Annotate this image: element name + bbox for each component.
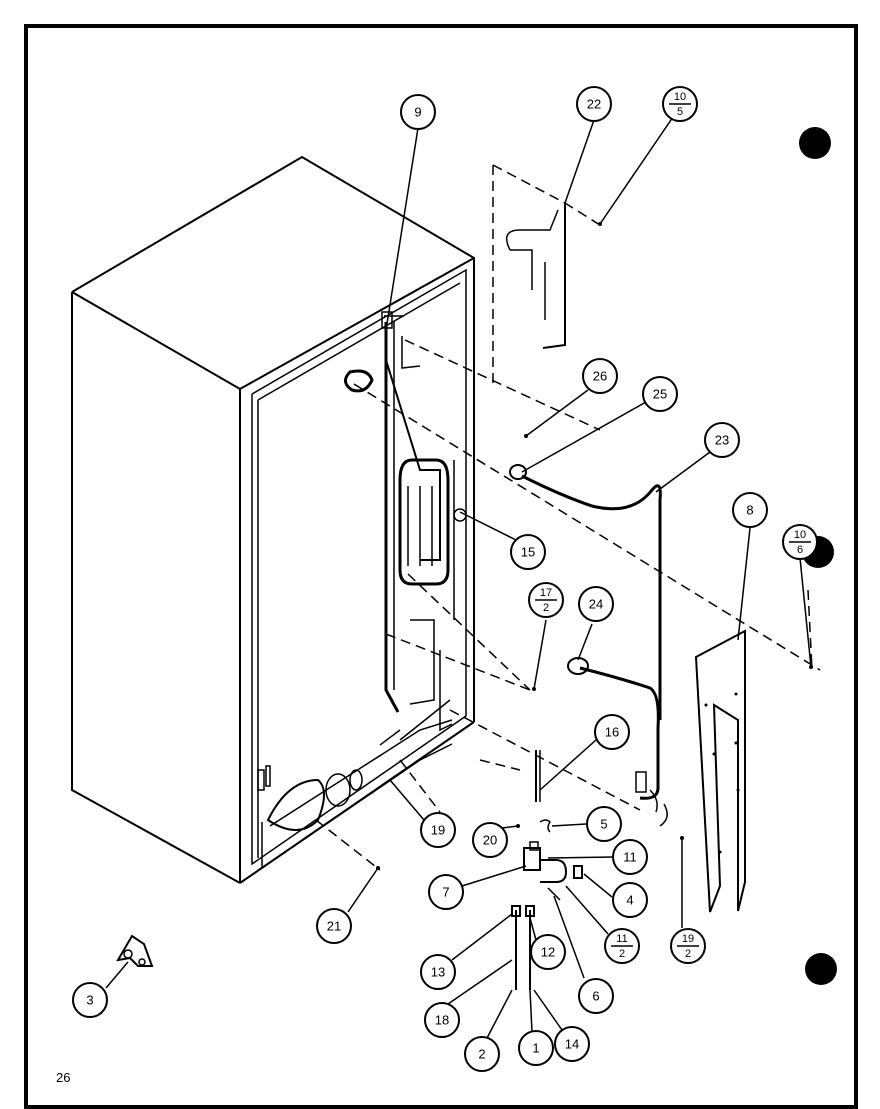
callout-12: 12 xyxy=(530,934,566,970)
callout-2: 2 xyxy=(464,1036,500,1072)
svg-text:7: 7 xyxy=(442,885,449,900)
callout-19-2: 19 2 xyxy=(670,928,706,964)
svg-text:23: 23 xyxy=(715,433,729,448)
callout-14: 14 xyxy=(554,1026,590,1062)
bracket-3 xyxy=(116,934,154,967)
svg-text:2: 2 xyxy=(619,948,625,960)
callout-3: 3 xyxy=(72,982,108,1018)
binder-hole-bottom xyxy=(805,953,837,985)
callout-1: 1 xyxy=(518,1030,554,1066)
binder-hole-top xyxy=(799,127,831,159)
svg-text:19: 19 xyxy=(682,933,694,945)
svg-text:5: 5 xyxy=(600,817,607,832)
svg-text:17: 17 xyxy=(540,587,552,599)
svg-text:20: 20 xyxy=(483,833,497,848)
callout-10-5: 10 5 xyxy=(662,86,698,122)
svg-text:19: 19 xyxy=(431,823,445,838)
svg-text:26: 26 xyxy=(593,369,607,384)
callout-23: 23 xyxy=(704,422,740,458)
callout-9: 9 xyxy=(400,94,436,130)
callout-24: 24 xyxy=(578,586,614,622)
svg-text:11: 11 xyxy=(616,933,627,945)
callout-19: 19 xyxy=(420,812,456,848)
svg-text:13: 13 xyxy=(431,965,445,980)
tubing-assembly xyxy=(344,311,467,746)
svg-text:16: 16 xyxy=(605,725,619,740)
svg-text:11: 11 xyxy=(623,850,637,865)
refrigerator-cabinet xyxy=(71,155,475,884)
callout-26: 26 xyxy=(582,358,618,394)
svg-text:15: 15 xyxy=(521,545,535,560)
callout-25: 25 xyxy=(642,376,678,412)
svg-text:2: 2 xyxy=(685,948,691,960)
svg-text:14: 14 xyxy=(565,1037,579,1052)
leader-lines xyxy=(105,116,812,1041)
callout-5: 5 xyxy=(586,806,622,842)
svg-text:18: 18 xyxy=(435,1013,449,1028)
panel-22 xyxy=(492,164,566,385)
alignment-lines xyxy=(315,202,821,871)
page-border xyxy=(24,24,858,1109)
callout-4: 4 xyxy=(612,882,648,918)
svg-text:9: 9 xyxy=(414,105,421,120)
svg-text:10: 10 xyxy=(794,529,806,541)
callout-17-2: 17 2 xyxy=(528,582,564,618)
callout-6: 6 xyxy=(578,978,614,1014)
callout-11: 11 xyxy=(612,839,648,875)
callout-21: 21 xyxy=(316,908,352,944)
svg-text:1: 1 xyxy=(532,1041,539,1056)
callout-7: 7 xyxy=(428,874,464,910)
svg-text:24: 24 xyxy=(589,597,603,612)
svg-text:2: 2 xyxy=(478,1047,485,1062)
svg-text:22: 22 xyxy=(587,97,601,112)
page-number: 26 xyxy=(56,1070,70,1085)
svg-text:8: 8 xyxy=(746,503,753,518)
svg-text:21: 21 xyxy=(327,919,341,934)
svg-text:25: 25 xyxy=(653,387,667,402)
callout-11-2: 11 2 xyxy=(604,928,640,964)
svg-text:3: 3 xyxy=(86,993,93,1008)
callout-15: 15 xyxy=(510,534,546,570)
svg-text:4: 4 xyxy=(626,893,633,908)
svg-text:10: 10 xyxy=(674,91,686,103)
callout-22: 22 xyxy=(576,86,612,122)
callout-13: 13 xyxy=(420,954,456,990)
drain-tube-23 xyxy=(509,464,668,827)
svg-text:6: 6 xyxy=(797,544,803,556)
callout-18: 18 xyxy=(424,1002,460,1038)
callout-20: 20 xyxy=(472,822,508,858)
callout-8: 8 xyxy=(732,492,768,528)
svg-text:2: 2 xyxy=(543,602,549,614)
callouts: 9 22 10 5 26 25 23 8 10 xyxy=(72,86,818,1072)
svg-text:6: 6 xyxy=(592,989,599,1004)
callout-16: 16 xyxy=(594,714,630,750)
callout-10-6: 10 6 xyxy=(782,524,818,560)
svg-text:12: 12 xyxy=(541,945,555,960)
panel-8 xyxy=(694,629,746,913)
svg-text:5: 5 xyxy=(677,106,683,118)
